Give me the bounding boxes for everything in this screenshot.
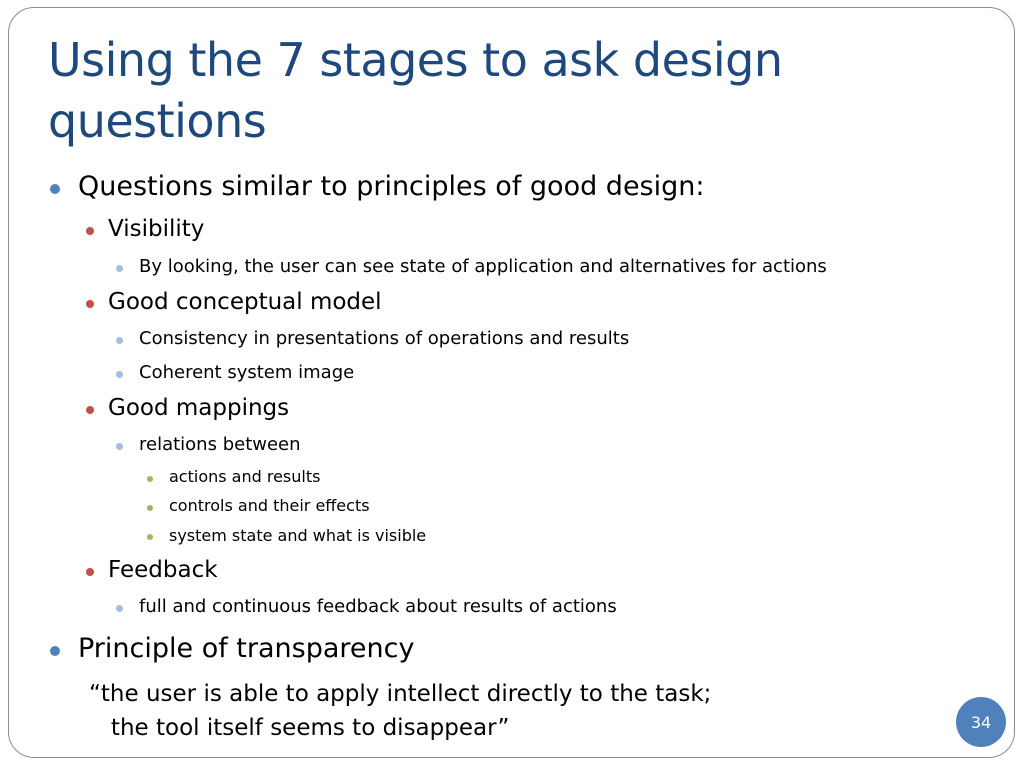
bullet-mappings: Good mappings	[108, 395, 290, 421]
level4-bullet	[147, 534, 153, 540]
slide-title: Using the 7 stages to ask design questio…	[48, 33, 783, 148]
level3-bullet	[116, 371, 123, 378]
level2-bullet	[86, 300, 94, 308]
level2-bullet	[86, 568, 94, 576]
bullet-relations: relations between	[139, 434, 301, 455]
transparency-quote: “the user is able to apply intellect dir…	[89, 681, 712, 741]
bullet-visibility-detail: By looking, the user can see state of ap…	[139, 256, 827, 277]
bullet-questions: Questions similar to principles of good …	[78, 171, 705, 202]
bullet-feedback: Feedback	[108, 557, 218, 583]
level3-bullet	[116, 443, 123, 450]
bullet-conceptual-model: Good conceptual model	[108, 289, 382, 315]
level1-bullet	[50, 184, 60, 194]
page-number-badge: 34	[956, 697, 1006, 747]
level1-bullet	[50, 646, 60, 656]
bullet-consistency: Consistency in presentations of operatio…	[139, 328, 630, 349]
level3-bullet	[116, 265, 123, 272]
level4-bullet	[147, 505, 153, 511]
bullet-feedback-detail: full and continuous feedback about resul…	[139, 596, 617, 617]
level3-bullet	[116, 605, 123, 612]
level2-bullet	[86, 227, 94, 235]
bullet-system-state: system state and what is visible	[169, 526, 427, 545]
bullet-controls-effects: controls and their effects	[169, 496, 370, 515]
bullet-actions-results: actions and results	[169, 467, 321, 486]
level2-bullet	[86, 406, 94, 414]
slide-frame	[8, 7, 1015, 758]
bullet-transparency: Principle of transparency	[78, 633, 415, 664]
level3-bullet	[116, 337, 123, 344]
bullet-coherent: Coherent system image	[139, 362, 355, 383]
level4-bullet	[147, 476, 153, 482]
bullet-visibility: Visibility	[108, 216, 205, 242]
